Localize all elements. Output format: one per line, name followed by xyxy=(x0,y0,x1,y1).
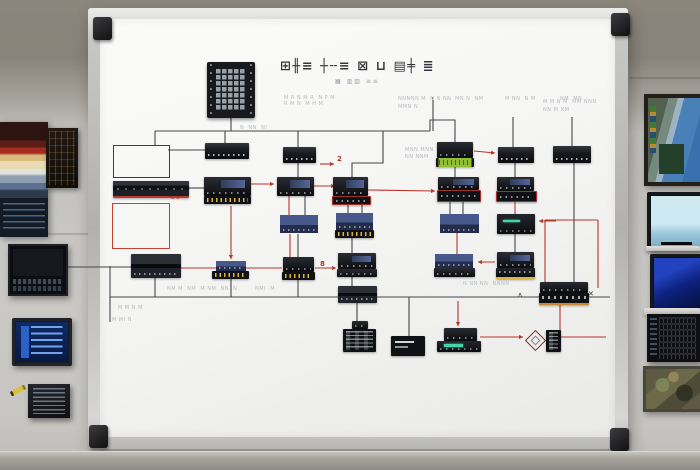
node-b4 xyxy=(283,257,314,272)
node-f2 xyxy=(391,336,425,356)
annotation-text: NN NNM xyxy=(405,154,429,160)
node-r2-strip xyxy=(332,196,371,205)
annotation-text: ✕ xyxy=(588,290,595,298)
node-left-rack xyxy=(131,254,181,278)
corner-cap-top-left xyxy=(93,17,112,40)
ledge-1 xyxy=(646,246,700,251)
floor-strip xyxy=(0,451,700,470)
annotation-text: N NN NI xyxy=(240,125,268,131)
node-c2-strip xyxy=(437,190,481,202)
sketch-box-red xyxy=(112,203,170,249)
node-d4-strip xyxy=(496,268,535,279)
node-a2-strip xyxy=(204,196,251,204)
annotation-text: M M N M xyxy=(118,305,143,311)
ledge-2 xyxy=(644,308,700,315)
node-r3 xyxy=(336,213,373,230)
node-b3 xyxy=(280,215,318,233)
node-e2-strip xyxy=(539,293,589,305)
node-b1 xyxy=(283,147,316,163)
monitor-dark xyxy=(650,254,700,313)
annotation-text: 2 xyxy=(337,155,343,163)
node-c1 xyxy=(437,142,473,158)
framed-pcb xyxy=(643,366,700,412)
annotation-text: NMI M xyxy=(255,286,276,292)
node-a2 xyxy=(204,177,251,196)
framed-display xyxy=(644,94,700,186)
annotation-text: MMN N xyxy=(398,104,419,110)
node-b2 xyxy=(277,177,314,196)
node-g1 xyxy=(546,330,561,352)
node-e2 xyxy=(540,282,588,293)
matrix-panel xyxy=(207,62,255,118)
annotation-text: M M N M MM NNN xyxy=(543,99,597,105)
pcb-small xyxy=(46,128,78,188)
node-h1 xyxy=(338,286,377,303)
annotation-text: 8 xyxy=(320,260,326,268)
node-mid-strip xyxy=(212,271,249,279)
annotation-text: M R N M R N P M xyxy=(284,95,336,101)
node-c3 xyxy=(440,214,479,233)
node-d4 xyxy=(497,252,534,268)
annotation-text: MN N NM xyxy=(455,96,484,102)
node-r4 xyxy=(338,253,376,269)
annotation-text: NM MN xyxy=(560,96,583,102)
annotation-text: MNN MNN xyxy=(405,147,434,153)
annotation-text: NNNNN M N N NN xyxy=(398,96,452,102)
corner-cap-bottom-right xyxy=(610,428,629,451)
monitor-light xyxy=(647,192,700,250)
annotation-text: N NN NN NNNN xyxy=(463,281,510,287)
node-longbar xyxy=(113,181,189,198)
annotation-text: ◄◄ xyxy=(169,194,180,201)
annotation-text: M NN N M xyxy=(505,96,536,102)
node-r3-strip xyxy=(335,230,374,238)
annotation-text: ʌ xyxy=(518,291,523,299)
sketch-box xyxy=(113,145,170,178)
node-c1-strip xyxy=(436,158,474,167)
node-c2 xyxy=(438,177,479,190)
node-d3 xyxy=(497,214,535,234)
spectrum-panel xyxy=(0,122,48,237)
annotation-text: R M N M H M xyxy=(284,101,324,107)
annotation-text: NN M NM xyxy=(543,107,570,113)
wall-trim-line xyxy=(630,77,700,79)
node-a1 xyxy=(205,143,249,159)
table-monitor xyxy=(12,318,72,366)
corner-cap-top-right xyxy=(611,13,630,36)
node-f3 xyxy=(444,328,477,341)
io-monitor xyxy=(8,244,68,296)
node-c4-strip xyxy=(434,268,475,277)
node-r4-strip xyxy=(337,269,377,277)
node-f1 xyxy=(343,329,376,352)
node-r2 xyxy=(333,177,368,196)
keypad-device xyxy=(28,384,70,418)
node-d1 xyxy=(498,147,534,163)
node-f1-tab xyxy=(352,321,368,329)
diagram-title: ⊞╫≡ ┼╌≡ ⊠ ⊔ ▤╪ ≣ xyxy=(279,59,436,74)
node-b4-strip xyxy=(282,272,315,280)
node-d2 xyxy=(497,177,534,191)
corner-cap-bottom-left xyxy=(89,425,108,448)
node-c4 xyxy=(435,254,473,268)
node-mid xyxy=(216,261,246,271)
node-f3-strip xyxy=(437,341,481,352)
rack-wall-unit xyxy=(647,314,700,362)
diagram-subtitle: ▦ ▥▥ ≡≡ xyxy=(335,78,380,85)
annotation-text: NM M NM M NM NN N xyxy=(167,286,238,292)
node-e1 xyxy=(553,146,591,163)
annotation-text: M MI N xyxy=(112,317,133,323)
node-d2-strip xyxy=(496,191,537,202)
